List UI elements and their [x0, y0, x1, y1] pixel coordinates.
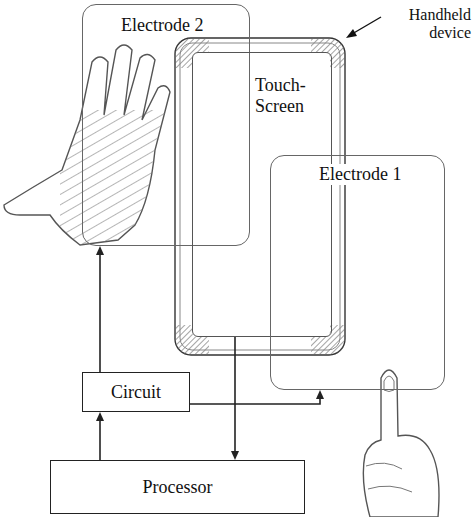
callout-label: Handheld device	[383, 6, 471, 41]
right-hand	[363, 370, 439, 517]
electrode-panel: Electrode 1	[270, 155, 445, 390]
label-holder: Handheld device	[383, 6, 471, 41]
electrode-panel: Electrode 2	[82, 4, 250, 246]
signal-connector	[99, 254, 101, 372]
arrowhead	[231, 451, 239, 460]
device-housing	[175, 38, 345, 355]
signal-connector	[190, 398, 320, 404]
palm-contact-hatching	[60, 110, 170, 250]
knuckle-line	[368, 486, 412, 492]
node-label: Electrode 1	[317, 164, 403, 185]
signal-connector	[99, 420, 101, 460]
processor-box: Processor	[50, 460, 305, 514]
arrowhead	[96, 412, 104, 421]
signal-connector	[234, 337, 236, 452]
knuckle-line	[366, 463, 402, 469]
node-label: Electrode 2	[119, 15, 205, 36]
touch-screen: Touch-Screen	[192, 52, 332, 337]
device-bezel	[180, 43, 340, 350]
arrowhead	[316, 390, 324, 399]
leader-arrowhead	[346, 29, 357, 38]
leader-line	[352, 17, 381, 34]
node-label: Circuit	[111, 382, 161, 403]
arrowhead	[96, 246, 104, 255]
circuit-box: Circuit	[82, 372, 190, 412]
node-label: Touch-Screen	[253, 75, 321, 116]
device-corner-shading	[175, 38, 345, 355]
node-label: Processor	[143, 477, 213, 498]
